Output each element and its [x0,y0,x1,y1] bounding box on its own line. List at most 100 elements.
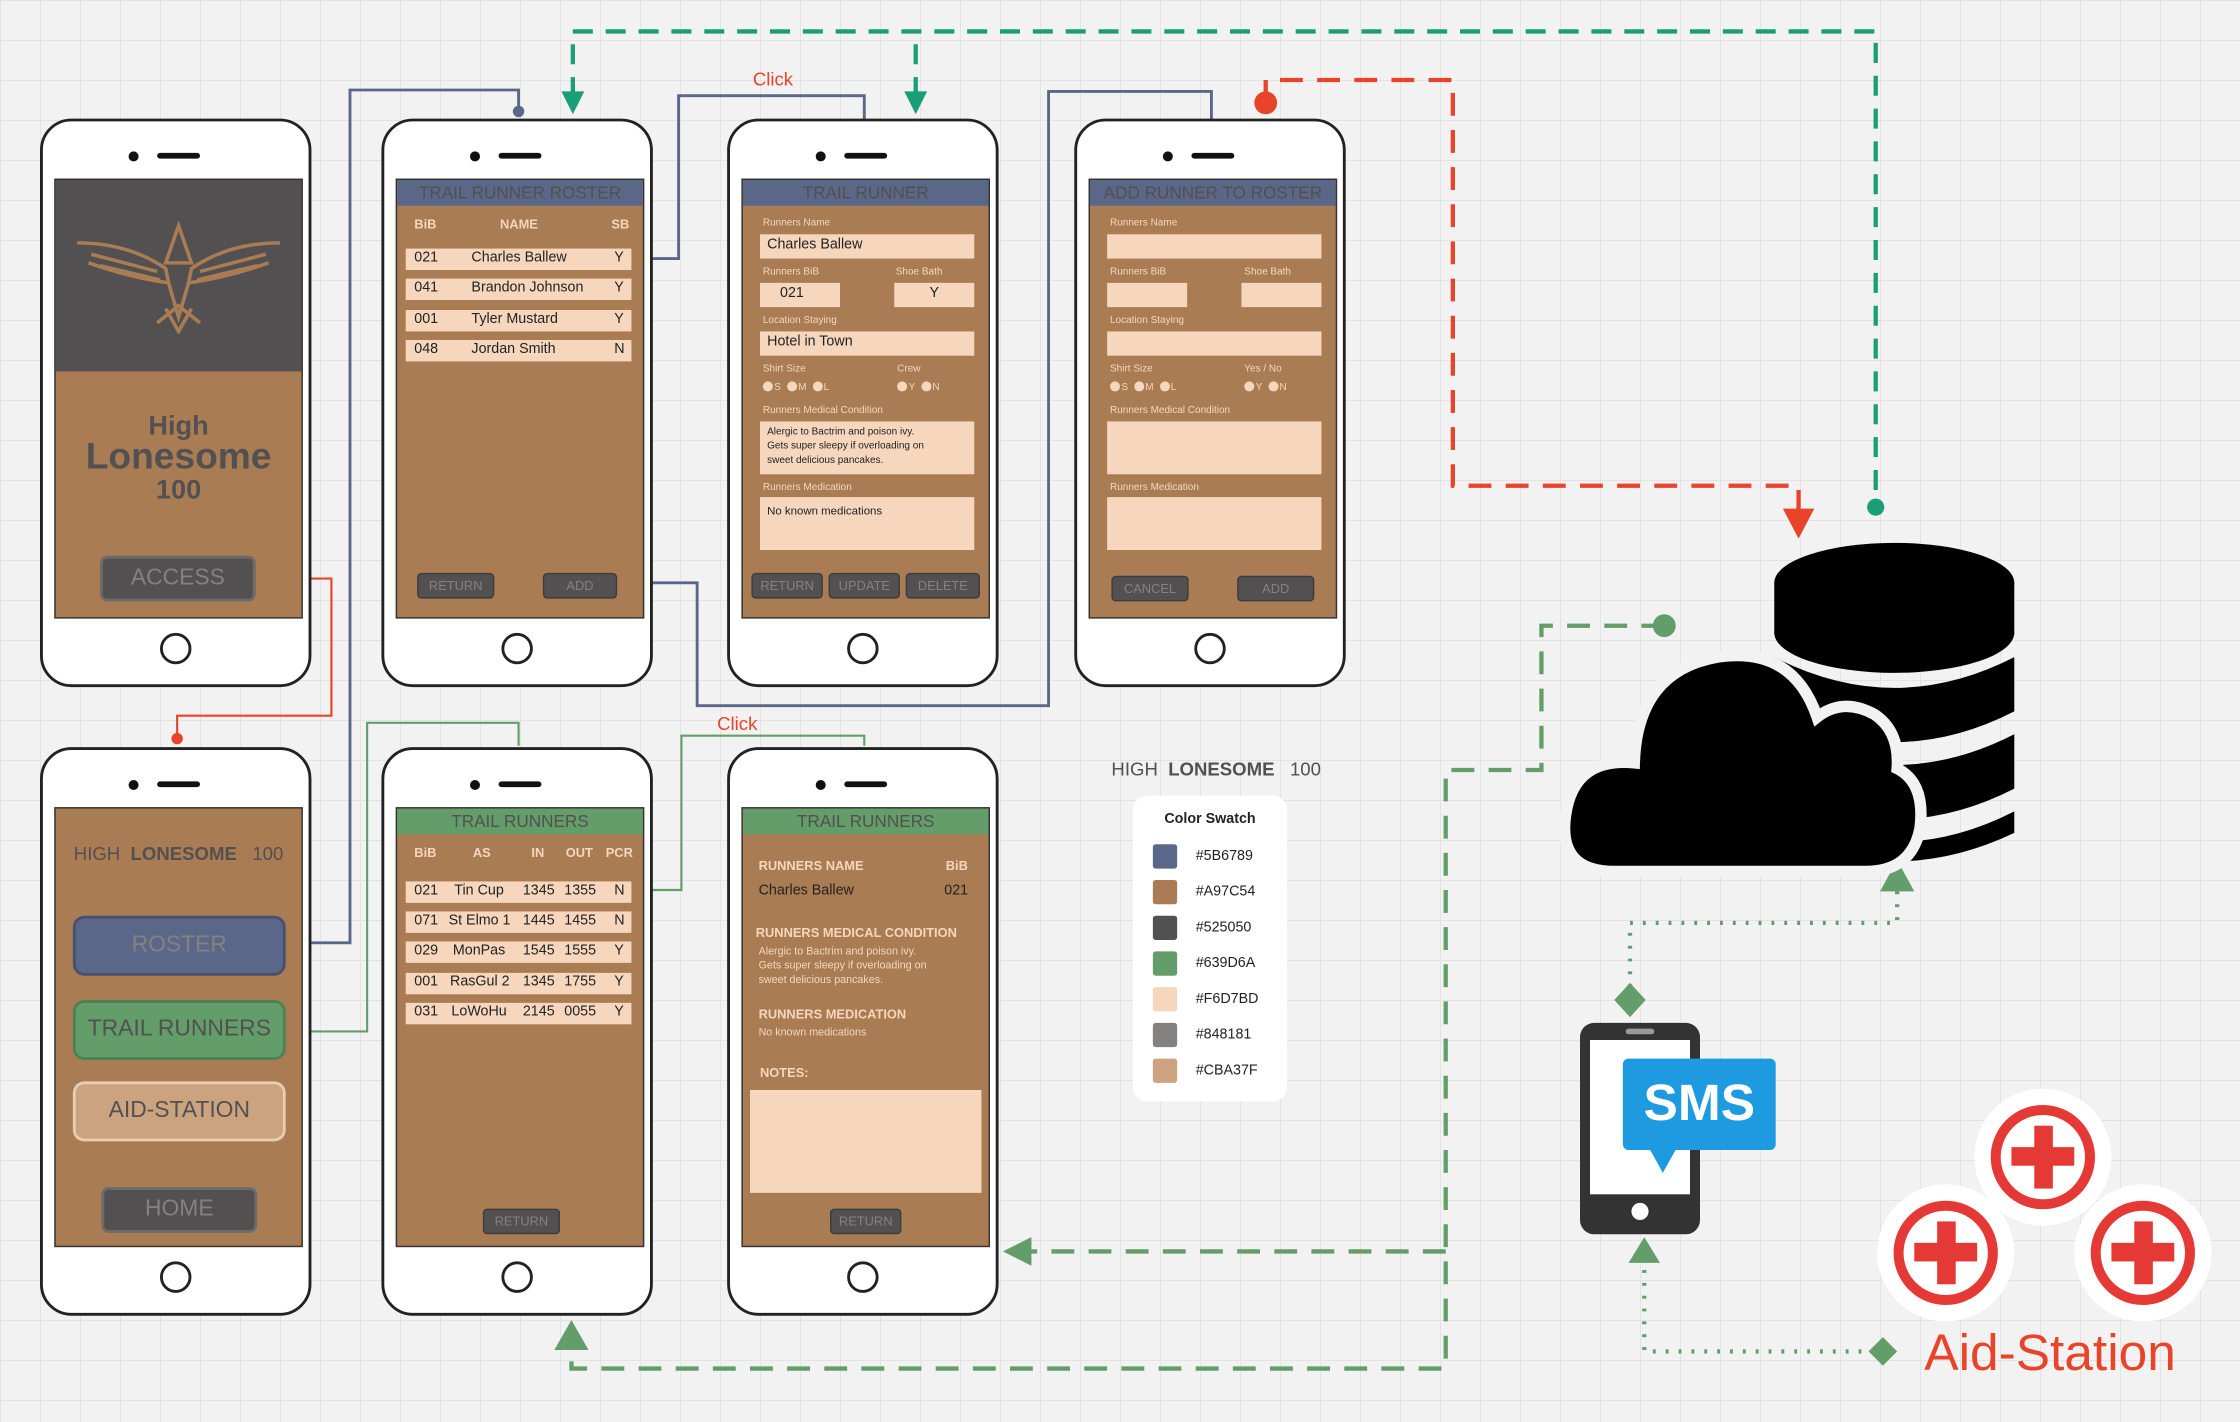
row-in: 2145 [522,1004,555,1020]
bib-header: BiB [945,858,968,873]
swatch-hex: #848181 [1195,1027,1252,1043]
access-button[interactable]: ACCESS [102,558,253,599]
add-button[interactable]: ADD [544,574,616,598]
radio-y: Y [908,382,916,393]
add-button[interactable]: ADD [1238,577,1313,600]
home-nav-button[interactable]: HOME [104,1189,255,1230]
sms-bubble-icon: SMS [1622,1058,1776,1173]
radio-n: N [932,382,940,393]
shoe-field[interactable] [1241,282,1322,308]
camera-icon [1162,151,1173,162]
crew-label: Crew [897,364,921,375]
medical-label: Runners Medical Condition [762,405,883,416]
swatch-chip [1152,1058,1178,1083]
sms-bubble-tail [1648,1147,1678,1173]
medication-field[interactable]: No known medications [759,497,975,550]
return-button[interactable]: RETURN [831,1209,900,1233]
bib-label: Runners BiB [1109,267,1167,278]
brand-num: 100 [1289,758,1321,780]
cloud-icon [1558,649,1927,878]
bib-label: Runners BiB [762,267,819,278]
trail-runners-button[interactable]: TRAIL RUNNERS [75,1002,283,1058]
home-button [1194,632,1226,665]
aid-station-label: Aid-Station [1924,1322,2176,1382]
column-pcr: PCR [605,845,633,860]
medical-line: sweet delicious pancakes. [767,455,884,466]
camera-icon [128,151,139,162]
location-field[interactable]: Hotel in Town [759,331,975,356]
row-pcr: Y [614,942,624,959]
column-sb: SB [611,217,630,232]
radio-l: L [1170,382,1177,393]
cancel-button[interactable]: CANCEL [1112,577,1188,600]
bib-field[interactable] [1107,282,1188,308]
row-out: 1455 [564,912,597,929]
row-name: Brandon Johnson [471,279,584,296]
delete-button[interactable]: DELETE [907,574,979,598]
shoe-label: Shoe Bath [895,267,943,278]
shoe-field[interactable]: Y [894,282,975,308]
swatch-chip [1152,879,1178,905]
camera-icon [469,779,480,790]
swatch-hex: #A97C54 [1195,884,1256,900]
update-button[interactable]: UPDATE [829,574,899,598]
bib-value: 021 [944,882,969,899]
trail-runners-title: TRAIL RUNNERS [397,808,643,835]
row-out: 1755 [564,974,597,990]
phone-runner-view: TRAIL RUNNERS RUNNERS NAME BiB Charles B… [727,747,999,1316]
roster-column-headers: BiB NAME SB [406,217,635,234]
roster-button[interactable]: ROSTER [75,918,283,973]
row-bib: 021 [414,249,439,266]
row-as: Tin Cup [454,882,504,899]
click-annotation-top: Click [752,68,794,90]
medical-header: RUNNERS MEDICAL CONDITION [755,925,957,940]
row-pcr: N [614,912,625,929]
medical-field[interactable]: Alergic to Bactrim and poison ivy.Gets s… [759,421,975,475]
medication-label: Runners Medication [762,482,852,493]
bib-field[interactable]: 021 [759,282,840,308]
return-button[interactable]: RETURN [418,574,493,598]
location-field[interactable] [1107,331,1322,356]
name-label: Runners Name [762,218,831,229]
notes-field[interactable] [749,1089,982,1193]
row-sb: Y [614,279,624,296]
runner-view-screen: TRAIL RUNNERS RUNNERS NAME BiB Charles B… [741,807,990,1248]
speaker-icon [157,781,200,788]
return-button[interactable]: RETURN [752,574,822,598]
name-field[interactable]: Charles Ballew [759,234,975,259]
runner-view-title: TRAIL RUNNERS [742,808,989,835]
home-title-100: 100 [155,475,202,506]
medical-field[interactable] [1107,421,1322,475]
row-as: St Elmo 1 [448,912,511,929]
row-sb: Y [614,311,624,328]
return-button[interactable]: RETURN [484,1209,559,1233]
menu-brand: HIGH LONESOME 100 [56,843,302,864]
medication-field[interactable] [1107,497,1322,550]
brand-high: HIGH [73,842,121,865]
row-bib: 071 [414,912,439,929]
aid-station-button[interactable]: AID-STATION [75,1084,283,1139]
name-field[interactable] [1107,234,1322,259]
home-button [501,1261,533,1293]
click-annotation-bottom: Click [717,712,758,735]
medical-line: Gets super sleepy if overloading on [758,958,927,972]
home-button [159,632,192,665]
swatch-chip [1152,1022,1178,1048]
radio-s: S [774,382,781,393]
medical-cross-icon [1877,1184,2015,1322]
brand-lonesome: LONESOME [130,842,237,865]
